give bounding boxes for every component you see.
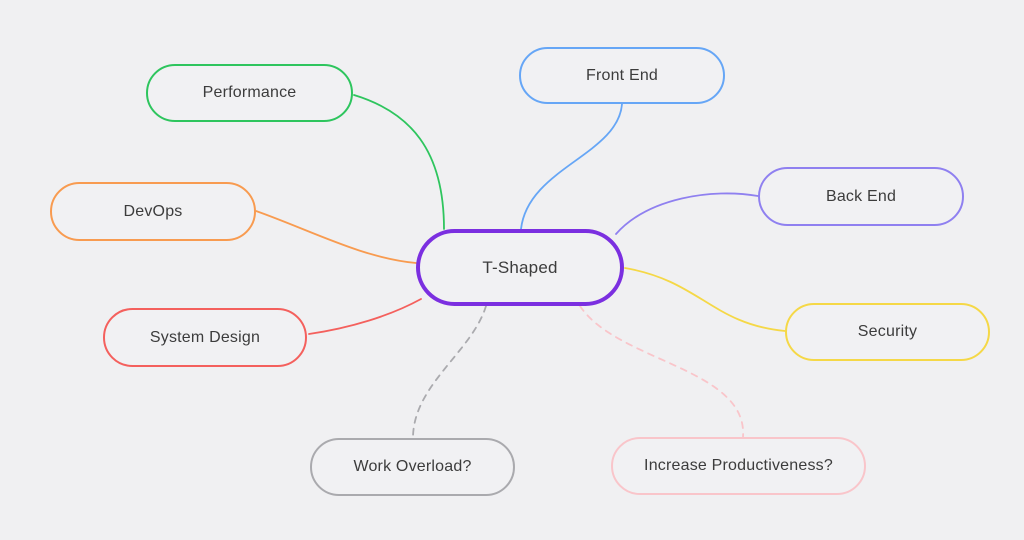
node-work-overload-label: Work Overload? (353, 458, 472, 475)
node-performance[interactable]: Performance (146, 64, 353, 122)
node-back-end[interactable]: Back End (758, 167, 964, 226)
node-system-design[interactable]: System Design (103, 308, 307, 367)
edge-t-shaped-to-increase-productiveness (579, 305, 744, 438)
edge-devops-to-t-shaped (255, 210, 417, 264)
node-performance-label: Performance (202, 84, 297, 101)
node-front-end-label: Front End (585, 66, 659, 84)
edge-back-end-to-t-shaped (615, 192, 759, 235)
edge-system-design-to-t-shaped (308, 298, 422, 335)
node-devops-label: DevOps (123, 202, 183, 220)
node-t-shaped-label: T-Shaped (482, 257, 558, 277)
node-increase-productiveness[interactable]: Increase Productiveness? (611, 437, 866, 495)
node-security-label: Security (857, 323, 918, 340)
node-system-design-label: System Design (149, 328, 261, 346)
edge-t-shaped-to-security (624, 267, 786, 332)
node-increase-productiveness-label: Increase Productiveness? (644, 457, 833, 474)
edge-t-shaped-to-work-overload (412, 305, 487, 439)
node-security[interactable]: Security (785, 303, 990, 361)
edge-performance-to-t-shaped (353, 94, 445, 230)
node-front-end[interactable]: Front End (519, 47, 725, 104)
node-t-shaped-root[interactable]: T-Shaped (416, 229, 624, 306)
edge-front-end-to-t-shaped (520, 103, 623, 230)
node-devops[interactable]: DevOps (50, 182, 256, 241)
node-back-end-label: Back End (825, 187, 897, 205)
node-work-overload[interactable]: Work Overload? (310, 438, 515, 496)
